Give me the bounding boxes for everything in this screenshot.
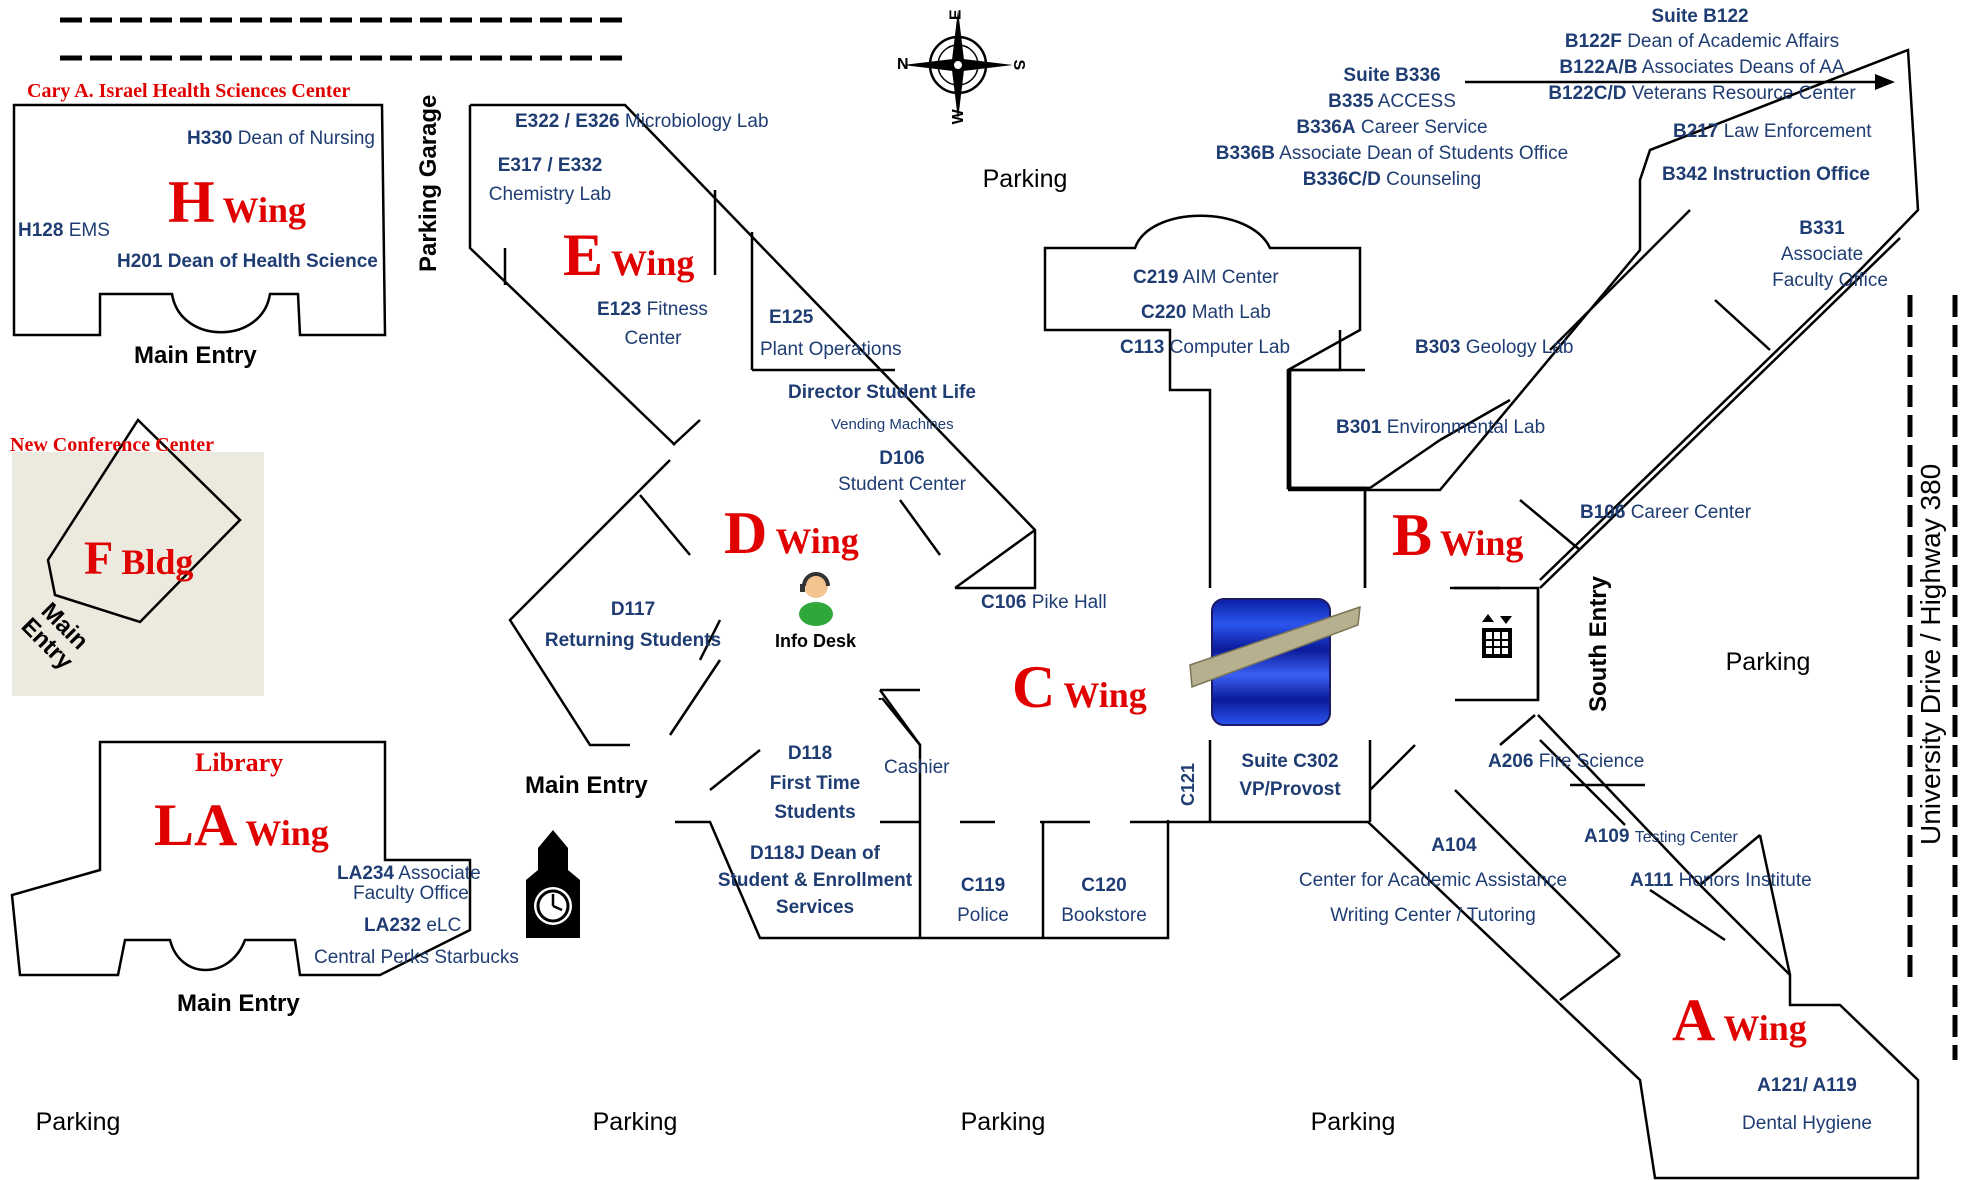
room-e317-number: E317 / E332: [497, 155, 603, 176]
room-e123: E123 Fitness: [597, 299, 708, 320]
vending-machines: Vending Machines: [831, 416, 954, 433]
room-b331-number: B331: [1799, 218, 1845, 239]
compass-n: N: [897, 56, 909, 73]
skylight-icon: [1189, 598, 1361, 726]
suite-c302-line1: Suite C302: [1241, 751, 1339, 772]
room-c219: C219 AIM Center: [1133, 267, 1279, 288]
room-b336b: B336B Associate Dean of Students Office: [1215, 143, 1569, 164]
room-c120-number: C120: [1081, 875, 1127, 896]
compass-s: S: [1010, 59, 1028, 71]
room-d118j-line3: Services: [775, 897, 855, 918]
room-a206: A206 Fire Science: [1488, 751, 1645, 772]
parking-label-bottom-2: Parking: [592, 1108, 678, 1136]
room-d118-number: D118: [787, 743, 833, 764]
clock-tower-icon: [526, 830, 580, 938]
starbucks-label: Central Perks Starbucks: [314, 947, 519, 968]
room-d118-line1: First Time: [769, 773, 861, 794]
room-a121-number: A121/ A119: [1757, 1075, 1857, 1096]
parking-label-bottom-1: Parking: [35, 1108, 121, 1136]
room-b336a: B336A Career Service: [1296, 117, 1488, 138]
h-building-title: Cary A. Israel Health Sciences Center: [27, 80, 351, 102]
room-c113: C113 Computer Lab: [1120, 337, 1291, 358]
conference-center-background: [12, 452, 264, 696]
room-d117-number: D117: [610, 599, 656, 620]
room-c106: C106 Pike Hall: [981, 592, 1107, 613]
compass-w: W: [949, 109, 967, 125]
info-desk-person-icon: [799, 572, 833, 626]
suite-b122-label: Suite B122: [1651, 6, 1749, 27]
suite-c302-line2: VP/Provost: [1239, 779, 1341, 800]
room-e123-line2: Center: [624, 328, 682, 349]
room-b301: B301 Environmental Lab: [1336, 417, 1546, 438]
room-b335: B335 ACCESS: [1328, 91, 1456, 112]
info-desk-label: Info Desk: [775, 631, 857, 651]
compass-e: E: [947, 9, 965, 21]
road-label: University Drive / Highway 380: [1915, 463, 1946, 845]
room-h128: H128 EMS: [18, 220, 110, 241]
room-a111: A111 Honors Institute: [1630, 870, 1812, 891]
room-b331-line1: Associate: [1780, 244, 1864, 265]
elevator-icon: [1482, 614, 1512, 658]
room-e125-number: E125: [769, 307, 814, 328]
room-a121-name: Dental Hygiene: [1742, 1113, 1872, 1134]
d-main-entry: Main Entry: [525, 772, 648, 799]
parking-label-east: Parking: [1725, 648, 1811, 676]
room-d118-line2: Students: [774, 802, 856, 823]
room-h330: H330 Dean of Nursing: [187, 128, 375, 149]
room-la234: LA234 Associate: [337, 863, 481, 884]
room-e125-name: Plant Operations: [760, 339, 902, 360]
parking-garage-label: Parking Garage: [415, 94, 442, 272]
room-b303: B303 Geology Lab: [1415, 337, 1574, 358]
room-d118j-line2: Student & Enrollment: [717, 870, 913, 891]
h-main-entry: Main Entry: [134, 342, 257, 369]
room-a104-line2: Writing Center / Tutoring: [1330, 905, 1536, 926]
room-b106: B106 Career Center: [1580, 502, 1752, 523]
room-a104-line1: Center for Academic Assistance: [1298, 870, 1568, 891]
compass-rose-icon: [903, 10, 1013, 120]
suite-b336-label: Suite B336: [1343, 65, 1441, 86]
room-la232: LA232 eLC: [364, 915, 462, 936]
la-main-entry: Main Entry: [177, 990, 300, 1017]
room-c119-number: C119: [960, 875, 1006, 896]
south-entry-label: South Entry: [1585, 576, 1612, 712]
cashier-label: Cashier: [884, 757, 950, 778]
room-e317-name: Chemistry Lab: [488, 184, 612, 205]
room-h201: H201 Dean of Health Science: [117, 251, 378, 272]
parking-label-bottom-3: Parking: [960, 1108, 1046, 1136]
room-c220: C220 Math Lab: [1141, 302, 1271, 323]
parking-label-top: Parking: [982, 165, 1068, 193]
room-la234-line2: Faculty Office: [353, 883, 469, 904]
f-building-title: New Conference Center: [10, 434, 214, 456]
room-b122f: B122F Dean of Academic Affairs: [1564, 31, 1840, 52]
room-a104-number: A104: [1431, 835, 1477, 856]
director-student-life: Director Student Life: [788, 382, 976, 403]
room-d117-name: Returning Students: [544, 630, 722, 651]
library-title: Library: [195, 748, 284, 777]
room-b336cd: B336C/D Counseling: [1302, 169, 1482, 190]
room-b217: B217 Law Enforcement: [1673, 121, 1872, 142]
room-a109: A109 Testing Center: [1584, 826, 1738, 847]
room-e322: E322 / E326 Microbiology Lab: [515, 111, 769, 132]
room-b122ab: B122A/B Associates Deans of AA: [1559, 57, 1845, 78]
room-c119-name: Police: [957, 905, 1009, 926]
room-b122cd: B122C/D Veterans Resource Center: [1548, 83, 1856, 104]
room-c120-name: Bookstore: [1061, 905, 1147, 926]
room-d106-number: D106: [879, 448, 925, 469]
room-b342: B342 Instruction Office: [1662, 164, 1870, 185]
room-b331-line2: Faculty Office: [1772, 270, 1888, 291]
room-d118j-line1: D118J Dean of: [750, 843, 880, 864]
parking-label-bottom-4: Parking: [1310, 1108, 1396, 1136]
room-c121: C121: [1178, 762, 1198, 806]
room-d106-name: Student Center: [838, 474, 966, 495]
